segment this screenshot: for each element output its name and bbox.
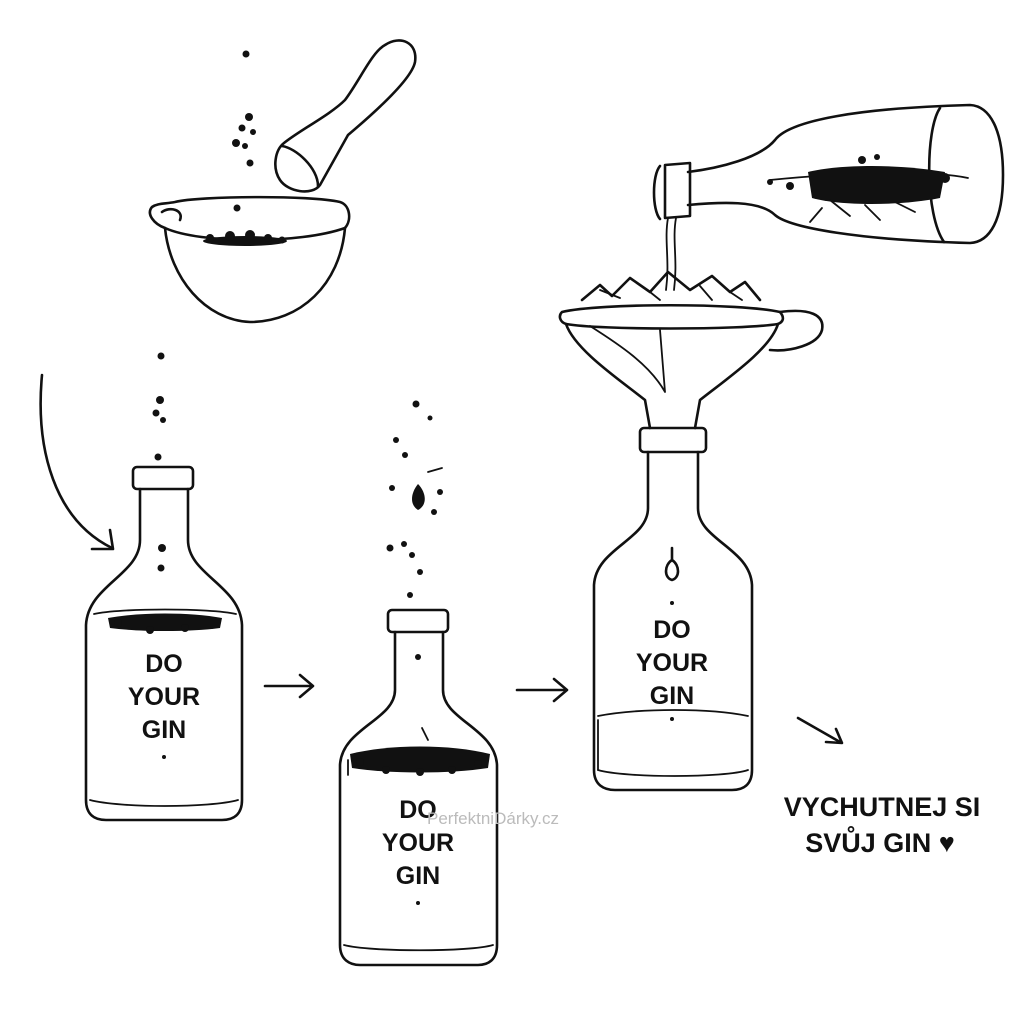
bottle2-label-do: DO — [399, 796, 437, 824]
bottle3-label-gin: GIN — [650, 682, 694, 710]
mortar-bowl — [148, 195, 351, 324]
pouring-bottle — [652, 103, 1005, 291]
mortar-and-pestle — [148, 39, 417, 324]
curved-arrow — [39, 373, 115, 551]
crushed-botanicals — [203, 230, 287, 246]
bottle3-label-your: YOUR — [636, 649, 708, 677]
watermark: PerfektniDárky.cz — [427, 809, 559, 828]
bottle1-label-do: DO — [145, 650, 183, 678]
falling-seeds-top — [232, 50, 256, 212]
arrow-right-2 — [515, 677, 569, 703]
funnel-with-filter — [558, 270, 824, 430]
drop-icon — [664, 546, 680, 582]
bottle-1: DO YOUR GIN — [84, 465, 244, 822]
caption-line-1: VYCHUTNEJ SI — [784, 792, 981, 822]
pestle — [274, 39, 417, 193]
botanicals-layer-1 — [108, 613, 222, 634]
falling-seeds-bottle1 — [152, 352, 166, 572]
arrow-diagonal — [796, 716, 844, 745]
bottle-3: DO YOUR GIN — [592, 426, 754, 792]
bottle1-label-your: YOUR — [128, 683, 200, 711]
caption-line-2: SVŮJ GIN ♥ — [805, 825, 955, 858]
bottle2-label-gin: GIN — [396, 862, 440, 890]
arrow-right-1 — [263, 673, 315, 699]
bottle3-label-do: DO — [653, 616, 691, 644]
falling-botanicals-bottle2 — [386, 400, 443, 598]
botanicals-layer-2 — [350, 727, 490, 776]
bottle1-label-gin: GIN — [142, 716, 186, 744]
bottle-2: DO YOUR GIN — [338, 608, 499, 967]
bottle2-label-your: YOUR — [382, 829, 454, 857]
botanicals-in-pouring-bottle — [767, 154, 950, 223]
